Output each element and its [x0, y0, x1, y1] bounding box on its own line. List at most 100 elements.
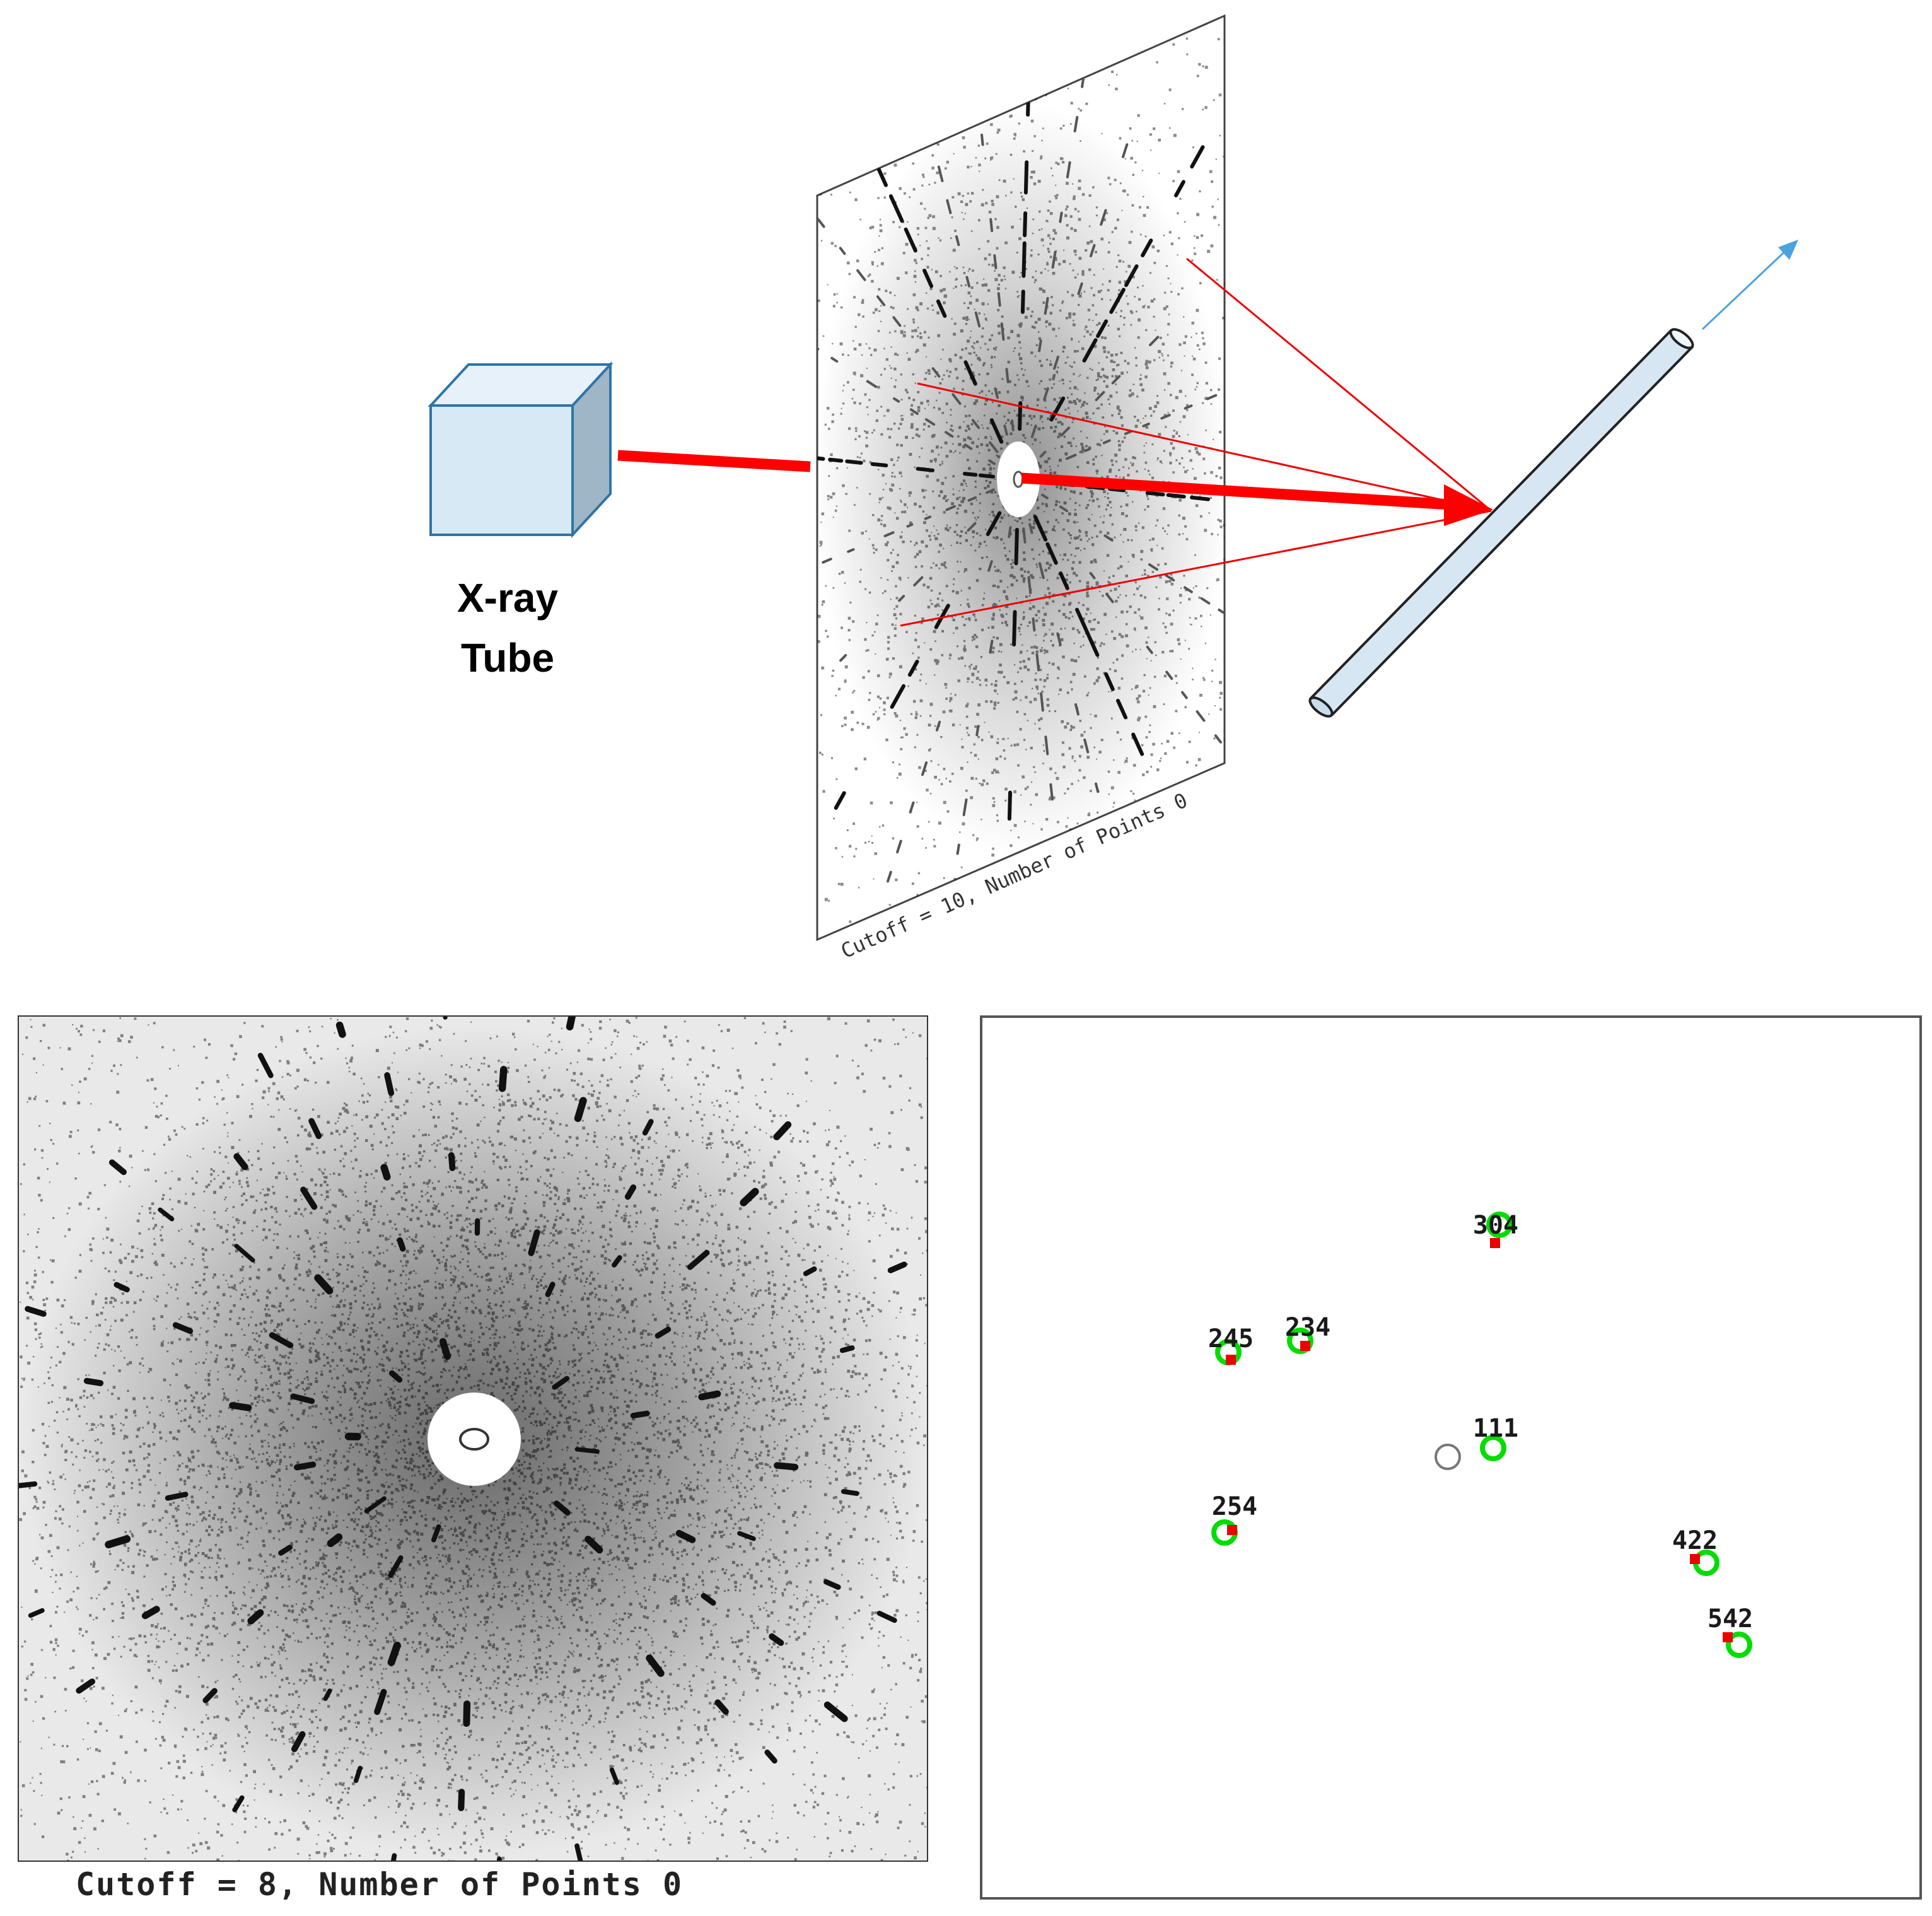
- film-streak: [1012, 610, 1017, 647]
- rotation-arrow-icon: [1701, 245, 1792, 330]
- film-streak: [988, 459, 996, 465]
- reflection-422: 422: [1672, 1526, 1720, 1576]
- left-laue-panel: [18, 1015, 928, 1862]
- reflection-label: 254: [1212, 1492, 1257, 1521]
- film-streak: [1096, 319, 1109, 338]
- reflection-245: 245: [1208, 1324, 1254, 1365]
- laue-spot: [364, 1496, 387, 1514]
- film-streak: [1023, 160, 1029, 195]
- film-streak: [989, 441, 999, 453]
- film-streak: [1065, 453, 1077, 460]
- incident-beam: [617, 450, 811, 472]
- film-streak: [910, 57, 915, 69]
- laue-spot: [327, 1533, 343, 1548]
- film-streak: [1088, 31, 1093, 45]
- film-streak: [1000, 322, 1005, 341]
- film-streak: [887, 870, 892, 883]
- reflection-111: 111: [1473, 1414, 1518, 1461]
- film-streak: [989, 640, 994, 654]
- laue-spot: [737, 1531, 756, 1541]
- film-streak: [1160, 414, 1171, 420]
- film-streak: [856, 269, 866, 281]
- left-spots: [19, 1017, 907, 1861]
- laue-spot: [233, 1153, 248, 1171]
- film-streak: [956, 843, 960, 855]
- film-streak: [965, 276, 970, 288]
- film-streak: [1059, 505, 1068, 512]
- observed-spot: [1480, 1435, 1506, 1461]
- laue-spot: [28, 1608, 45, 1618]
- film-streak: [1109, 288, 1126, 314]
- predicted-spot: [1690, 1554, 1700, 1564]
- laue-spot: [269, 1332, 294, 1348]
- film-streak: [1039, 450, 1047, 458]
- tube-label-line2: Tube: [461, 635, 554, 681]
- film-streak: [786, 576, 791, 578]
- film-streak: [967, 496, 977, 502]
- film-streak: [1102, 439, 1111, 445]
- film-streak: [792, 332, 799, 337]
- film-streak: [1141, 238, 1153, 257]
- film-streak: [1218, 608, 1225, 615]
- laue-spot: [566, 1017, 576, 1031]
- film-streak: [1105, 592, 1114, 604]
- film-streak: [945, 505, 956, 511]
- film-streak: [839, 247, 846, 255]
- laue-spot: [675, 1529, 696, 1543]
- laue-spot: [229, 1402, 252, 1411]
- film-streak: [1206, 394, 1218, 400]
- film-streak: [916, 467, 935, 472]
- film-streak: [921, 761, 928, 776]
- film-streak: [817, 218, 825, 228]
- film-streak: [1165, 670, 1173, 681]
- film-streak: [1021, 241, 1027, 278]
- laue-spot: [323, 1688, 332, 1701]
- laue-spot: [612, 1255, 622, 1268]
- reflection-304: 304: [1473, 1211, 1518, 1248]
- diffracted-rays: [900, 257, 1492, 627]
- film-streak: [1049, 783, 1054, 801]
- film-streak: [866, 380, 878, 388]
- laue-spot: [25, 1306, 47, 1317]
- film-streak: [906, 523, 914, 528]
- film-streak: [1190, 145, 1205, 169]
- right-center-marker: [1434, 1444, 1461, 1470]
- observed-spot: [1726, 1632, 1752, 1658]
- reflection-label: 111: [1473, 1414, 1518, 1443]
- film-streak: [1255, 633, 1264, 638]
- film-streak: [1045, 542, 1058, 565]
- film-streak: [1053, 355, 1059, 370]
- laue-spot: [701, 1592, 716, 1606]
- laue-spot: [687, 1249, 710, 1270]
- laue-spot: [391, 1853, 397, 1861]
- film-streak: [963, 443, 973, 450]
- film-streak: [1008, 526, 1012, 539]
- film-streak: [1082, 338, 1098, 363]
- x-ray-tube-icon: [428, 361, 614, 539]
- left-beamstop-hole: [428, 1393, 521, 1486]
- observed-spot: [1486, 1212, 1513, 1238]
- diffracted-ray-2: [917, 382, 1492, 512]
- film-streak: [1038, 339, 1042, 353]
- film-streak: [945, 431, 954, 438]
- laue-spot: [554, 1500, 571, 1516]
- rod-bottom-cap: [1308, 696, 1334, 718]
- film-streak: [817, 455, 825, 461]
- film-streak: [1061, 897, 1066, 910]
- laue-spot: [823, 1701, 848, 1722]
- predicted-spot: [1490, 1238, 1500, 1248]
- laue-spot: [655, 1326, 672, 1339]
- film-streak: [1145, 491, 1165, 497]
- diffracted-ray-3: [900, 510, 1492, 627]
- film-streak: [981, 133, 984, 146]
- predicted-spot: [1723, 1632, 1733, 1642]
- film-streak: [946, 199, 952, 214]
- film-streak: [976, 94, 981, 108]
- film-streak: [830, 356, 839, 363]
- film-streak: [1084, 448, 1091, 452]
- film-streak: [883, 531, 895, 537]
- transmitted-beam-arrowhead: [1444, 484, 1493, 526]
- laue-spot: [823, 1579, 841, 1590]
- laue-spot: [76, 1678, 96, 1694]
